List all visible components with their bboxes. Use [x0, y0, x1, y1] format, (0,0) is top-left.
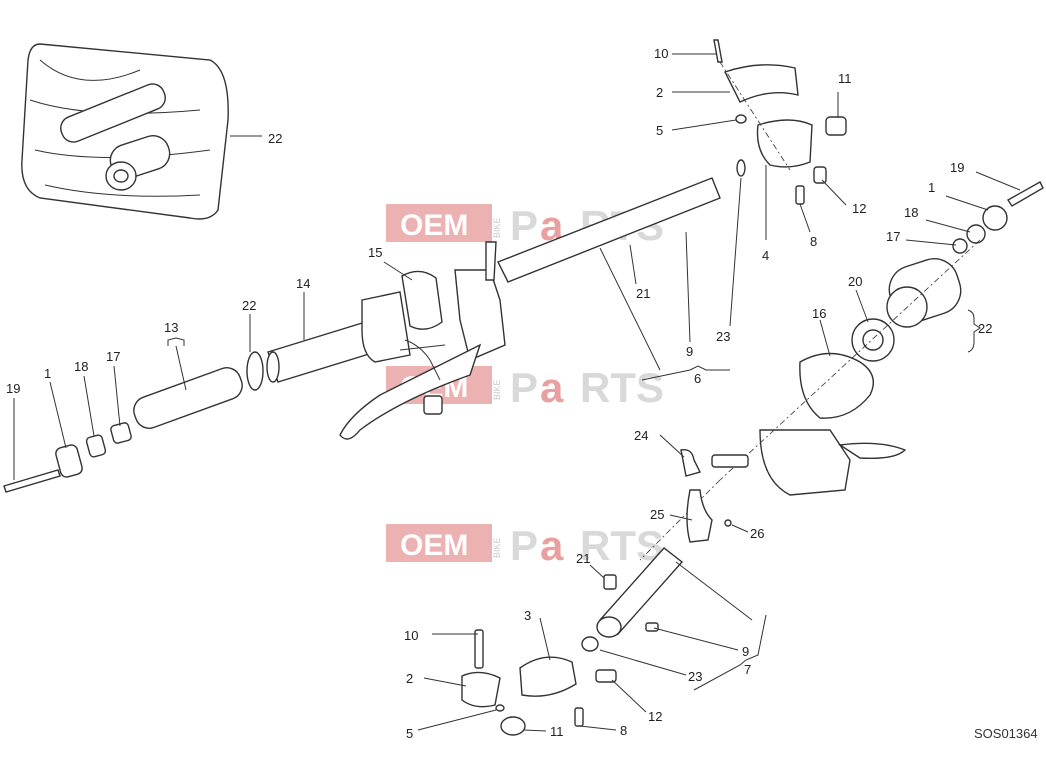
- callout-7: 7: [744, 662, 751, 677]
- callouts: 10 2 5 11 12 8 4 23 19 1 18 17 22 15 14 …: [6, 46, 992, 741]
- drawing-code: SOS01364: [974, 726, 1038, 741]
- callout-5-upper: 5: [656, 123, 663, 138]
- right-grip-assembly: [639, 181, 1044, 561]
- callout-4: 4: [762, 248, 769, 263]
- callout-9-lower: 9: [742, 644, 749, 659]
- callout-14: 14: [296, 276, 310, 291]
- watermark-oem: OEM: [400, 209, 468, 242]
- callout-11-lower: 11: [550, 724, 564, 739]
- watermark-rts: RTS: [580, 364, 664, 411]
- callout-16: 16: [812, 306, 826, 321]
- callout-1-left: 1: [44, 366, 51, 381]
- callout-3: 3: [524, 608, 531, 623]
- callout-22-left: 13: [164, 320, 178, 335]
- watermark-p: P: [510, 364, 538, 411]
- callout-22-right: 22: [978, 321, 992, 336]
- callout-17-left: 17: [106, 349, 120, 364]
- left-handlebar-parts: [3, 177, 721, 493]
- lower-clamp-assembly: [461, 449, 749, 736]
- callout-12-upper: 12: [852, 201, 866, 216]
- callout-12-lower: 12: [648, 709, 662, 724]
- callout-19-right: 19: [950, 160, 964, 175]
- callout-8-upper: 8: [810, 234, 817, 249]
- watermark-a: a: [540, 522, 564, 569]
- callout-10-upper: 10: [654, 46, 668, 61]
- leader-lines: [13, 53, 1021, 732]
- callout-23-upper: 23: [716, 329, 730, 344]
- callout-23-lower: 23: [688, 669, 702, 684]
- watermark-oem: OEM: [400, 529, 468, 562]
- callout-13: 22: [242, 298, 256, 313]
- callout-18-left: 18: [74, 359, 88, 374]
- watermark-bottom: OEM BIKE P a RTS: [386, 522, 664, 569]
- watermark-bike: BIKE: [492, 379, 502, 400]
- callout-6: 6: [694, 371, 701, 386]
- callout-17-right: 17: [886, 229, 900, 244]
- watermark-rts: RTS: [580, 522, 664, 569]
- callout-8-lower: 8: [620, 723, 627, 738]
- callout-21-upper: 21: [636, 286, 650, 301]
- callout-24: 24: [634, 428, 648, 443]
- callout-22-bag: 22: [268, 131, 282, 146]
- callout-18-right: 18: [904, 205, 918, 220]
- callout-25: 25: [650, 507, 664, 522]
- watermark-p: P: [510, 522, 538, 569]
- callout-2-lower: 2: [406, 671, 413, 686]
- watermark-a: a: [540, 364, 564, 411]
- callout-10-lower: 10: [404, 628, 418, 643]
- callout-20: 20: [848, 274, 862, 289]
- callout-1-right: 1: [928, 180, 935, 195]
- callout-5-lower: 5: [406, 726, 413, 741]
- callout-11-upper: 11: [838, 71, 852, 86]
- upper-clamp-assembly: [713, 39, 847, 205]
- callout-15: 15: [368, 245, 382, 260]
- watermark-bike: BIKE: [492, 537, 502, 558]
- watermark-bike: BIKE: [492, 217, 502, 238]
- callout-26: 26: [750, 526, 764, 541]
- callout-2-upper: 2: [656, 85, 663, 100]
- callout-9-upper: 9: [686, 344, 693, 359]
- grip-kit-bag: [21, 43, 229, 220]
- callout-21-lower: 21: [576, 551, 590, 566]
- callout-19-left: 19: [6, 381, 20, 396]
- watermark-p: P: [510, 202, 538, 249]
